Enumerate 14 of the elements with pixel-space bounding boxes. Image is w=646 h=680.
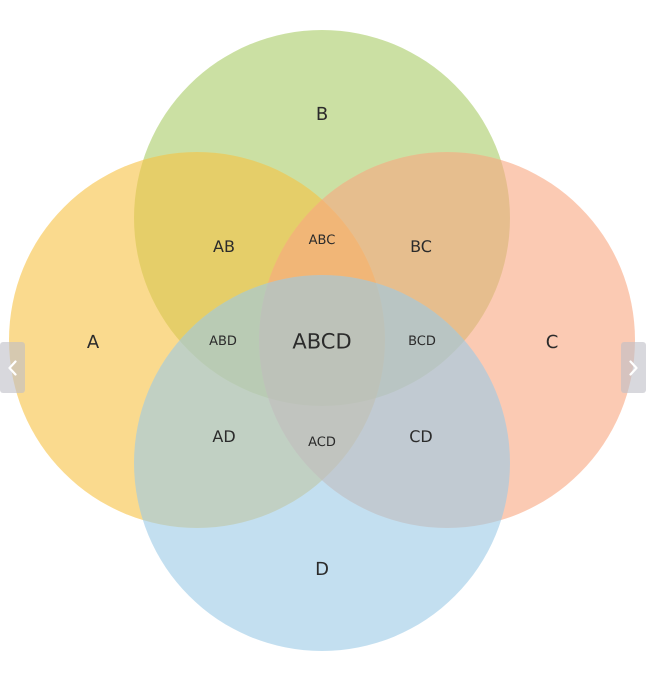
set-label: B: [316, 105, 328, 125]
intersection-label: ABCD: [292, 330, 352, 354]
set-label: A: [86, 333, 100, 353]
intersection-label: CD: [409, 428, 433, 446]
intersection-label: ABD: [209, 334, 237, 350]
intersection-label: ABC: [308, 234, 336, 248]
intersection-label: AD: [212, 428, 236, 446]
set-label: C: [546, 333, 558, 353]
set-label: D: [315, 560, 329, 580]
venn-circle: [134, 275, 510, 651]
intersection-label: BC: [410, 238, 432, 256]
intersection-label: ACD: [308, 436, 336, 450]
intersection-label: AB: [213, 238, 235, 256]
intersection-label: BCD: [408, 334, 436, 350]
